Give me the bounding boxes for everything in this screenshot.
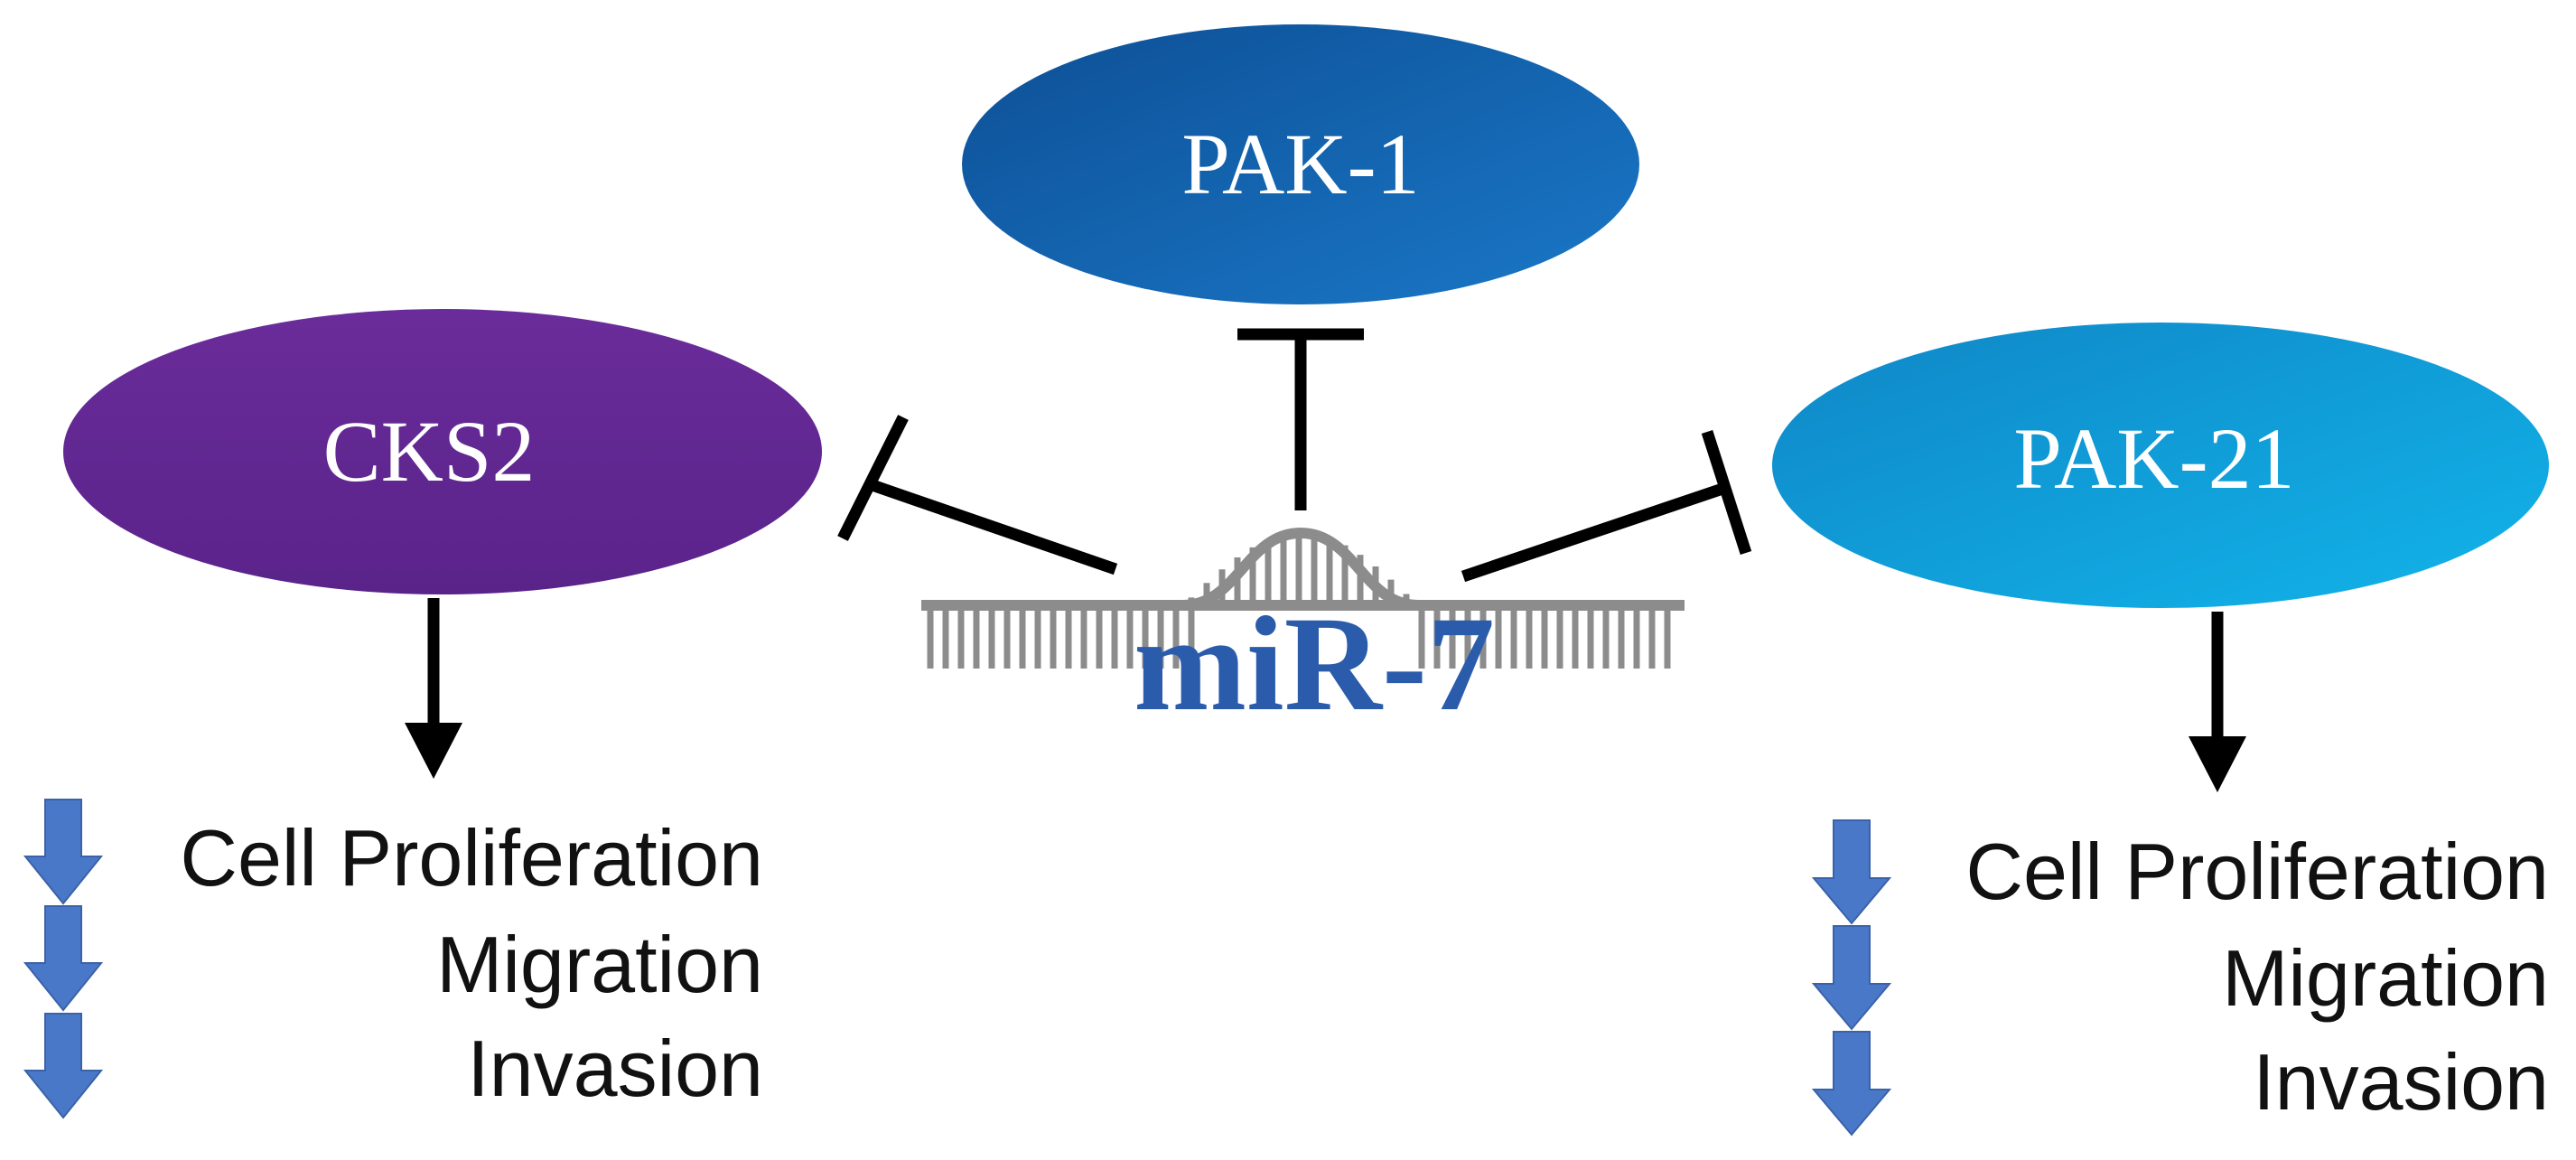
cks2-ellipse bbox=[63, 309, 822, 594]
mirna-label: miR-7 bbox=[1134, 589, 1495, 739]
cks2-label: CKS2 bbox=[323, 403, 536, 500]
node-cks2: CKS2 bbox=[63, 309, 822, 594]
outcome-left-migration: Migration bbox=[436, 920, 763, 1009]
activation-left bbox=[405, 598, 462, 779]
outcome-left-invasion: Invasion bbox=[467, 1024, 763, 1113]
mirna-strand bbox=[921, 527, 1685, 669]
inhibit-pak21 bbox=[1461, 430, 1752, 583]
outcomes-left: Cell Proliferation Migration Invasion bbox=[23, 799, 763, 1119]
down-arrow-icon bbox=[23, 905, 104, 1012]
inhibit-pak1 bbox=[1237, 328, 1364, 510]
node-pak1: PAK-1 bbox=[962, 24, 1639, 304]
down-arrow-icon bbox=[23, 799, 104, 905]
mirna-bases bbox=[927, 533, 1671, 669]
pak1-ellipse bbox=[962, 24, 1639, 304]
outcome-left-proliferation: Cell Proliferation bbox=[180, 813, 763, 903]
node-pak21: PAK-21 bbox=[1772, 323, 2549, 608]
down-arrow-icon bbox=[23, 1013, 104, 1119]
down-arrow-icon bbox=[1811, 1031, 1892, 1137]
mirna-backbone bbox=[921, 527, 1685, 611]
outcomes-right: Cell Proliferation Migration Invasion bbox=[1811, 819, 2549, 1137]
outcome-right-proliferation: Cell Proliferation bbox=[1965, 827, 2549, 916]
down-arrow-icon bbox=[1811, 819, 1892, 925]
outcome-right-invasion: Invasion bbox=[2253, 1037, 2549, 1127]
pak21-ellipse bbox=[1772, 323, 2549, 608]
outcome-right-migration: Migration bbox=[2222, 933, 2549, 1023]
down-arrow-icon bbox=[1811, 925, 1892, 1031]
pak1-label: PAK-1 bbox=[1181, 116, 1419, 212]
inhibition-edges bbox=[837, 328, 1752, 583]
inhibit-cks2 bbox=[837, 415, 1118, 575]
pak21-label: PAK-21 bbox=[2013, 410, 2294, 507]
activation-right bbox=[2189, 612, 2246, 792]
